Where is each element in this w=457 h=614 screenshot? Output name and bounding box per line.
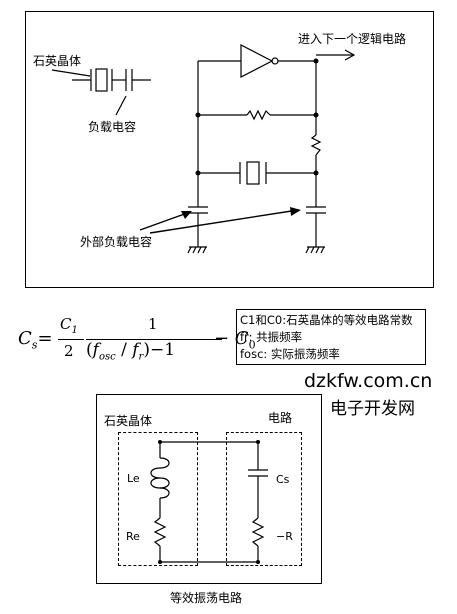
external-caps-label: 外部负载电容	[80, 235, 153, 249]
crystal-pointer-arrow	[51, 69, 91, 77]
feedback-resistor	[198, 109, 316, 121]
notes-line-2: fr: 共振频率	[240, 330, 303, 344]
external-caps-pointer-arrows	[139, 209, 299, 234]
inductor-le	[150, 457, 170, 499]
load-capacitance-formula: Cs= C1 2 1 (fosc / fr)−1 − C0	[18, 315, 256, 363]
loop-crystal	[198, 161, 316, 185]
circuit-dashed-region	[226, 432, 302, 566]
left-load-capacitor	[187, 206, 208, 254]
top-circuit-frame	[25, 11, 434, 288]
watermark-domain: dzkfw.com.cn	[304, 370, 433, 392]
series-resistor	[310, 134, 322, 156]
le-label: Le	[127, 472, 140, 485]
crystal-label: 石英晶体	[33, 54, 82, 68]
equiv-caption: 等效振荡电路	[170, 591, 243, 605]
resistor-re	[153, 517, 167, 547]
notes-line-1: C1和C0:石英晶体的等效电路常数	[240, 313, 413, 327]
watermark-name: 电子开发网	[330, 399, 415, 419]
equiv-crystal-title: 石英晶体	[104, 414, 153, 428]
output-label: 进入下一个逻辑电路	[298, 32, 407, 46]
equiv-circuit-title: 电路	[268, 411, 293, 425]
notes-line-3: fosc: 实际振荡频率	[240, 347, 340, 361]
load-cap-pointer-arrow	[115, 95, 127, 116]
neg-r-label: −R	[276, 530, 293, 543]
legend-capacitor-symbol	[112, 69, 151, 91]
cs-label: Cs	[276, 473, 290, 486]
re-label: Re	[126, 530, 140, 543]
equiv-circuit-frame	[96, 394, 322, 584]
load-cap-label: 负载电容	[88, 120, 137, 134]
formula-notes-box: C1和C0:石英晶体的等效电路常数 fr: 共振频率 fosc: 实际振荡频率	[236, 309, 426, 365]
right-load-capacitor	[305, 206, 326, 254]
negative-resistor	[251, 517, 265, 547]
capacitor-cs	[248, 469, 268, 477]
output-arrow	[344, 49, 356, 61]
crystal-dashed-region	[118, 432, 198, 566]
